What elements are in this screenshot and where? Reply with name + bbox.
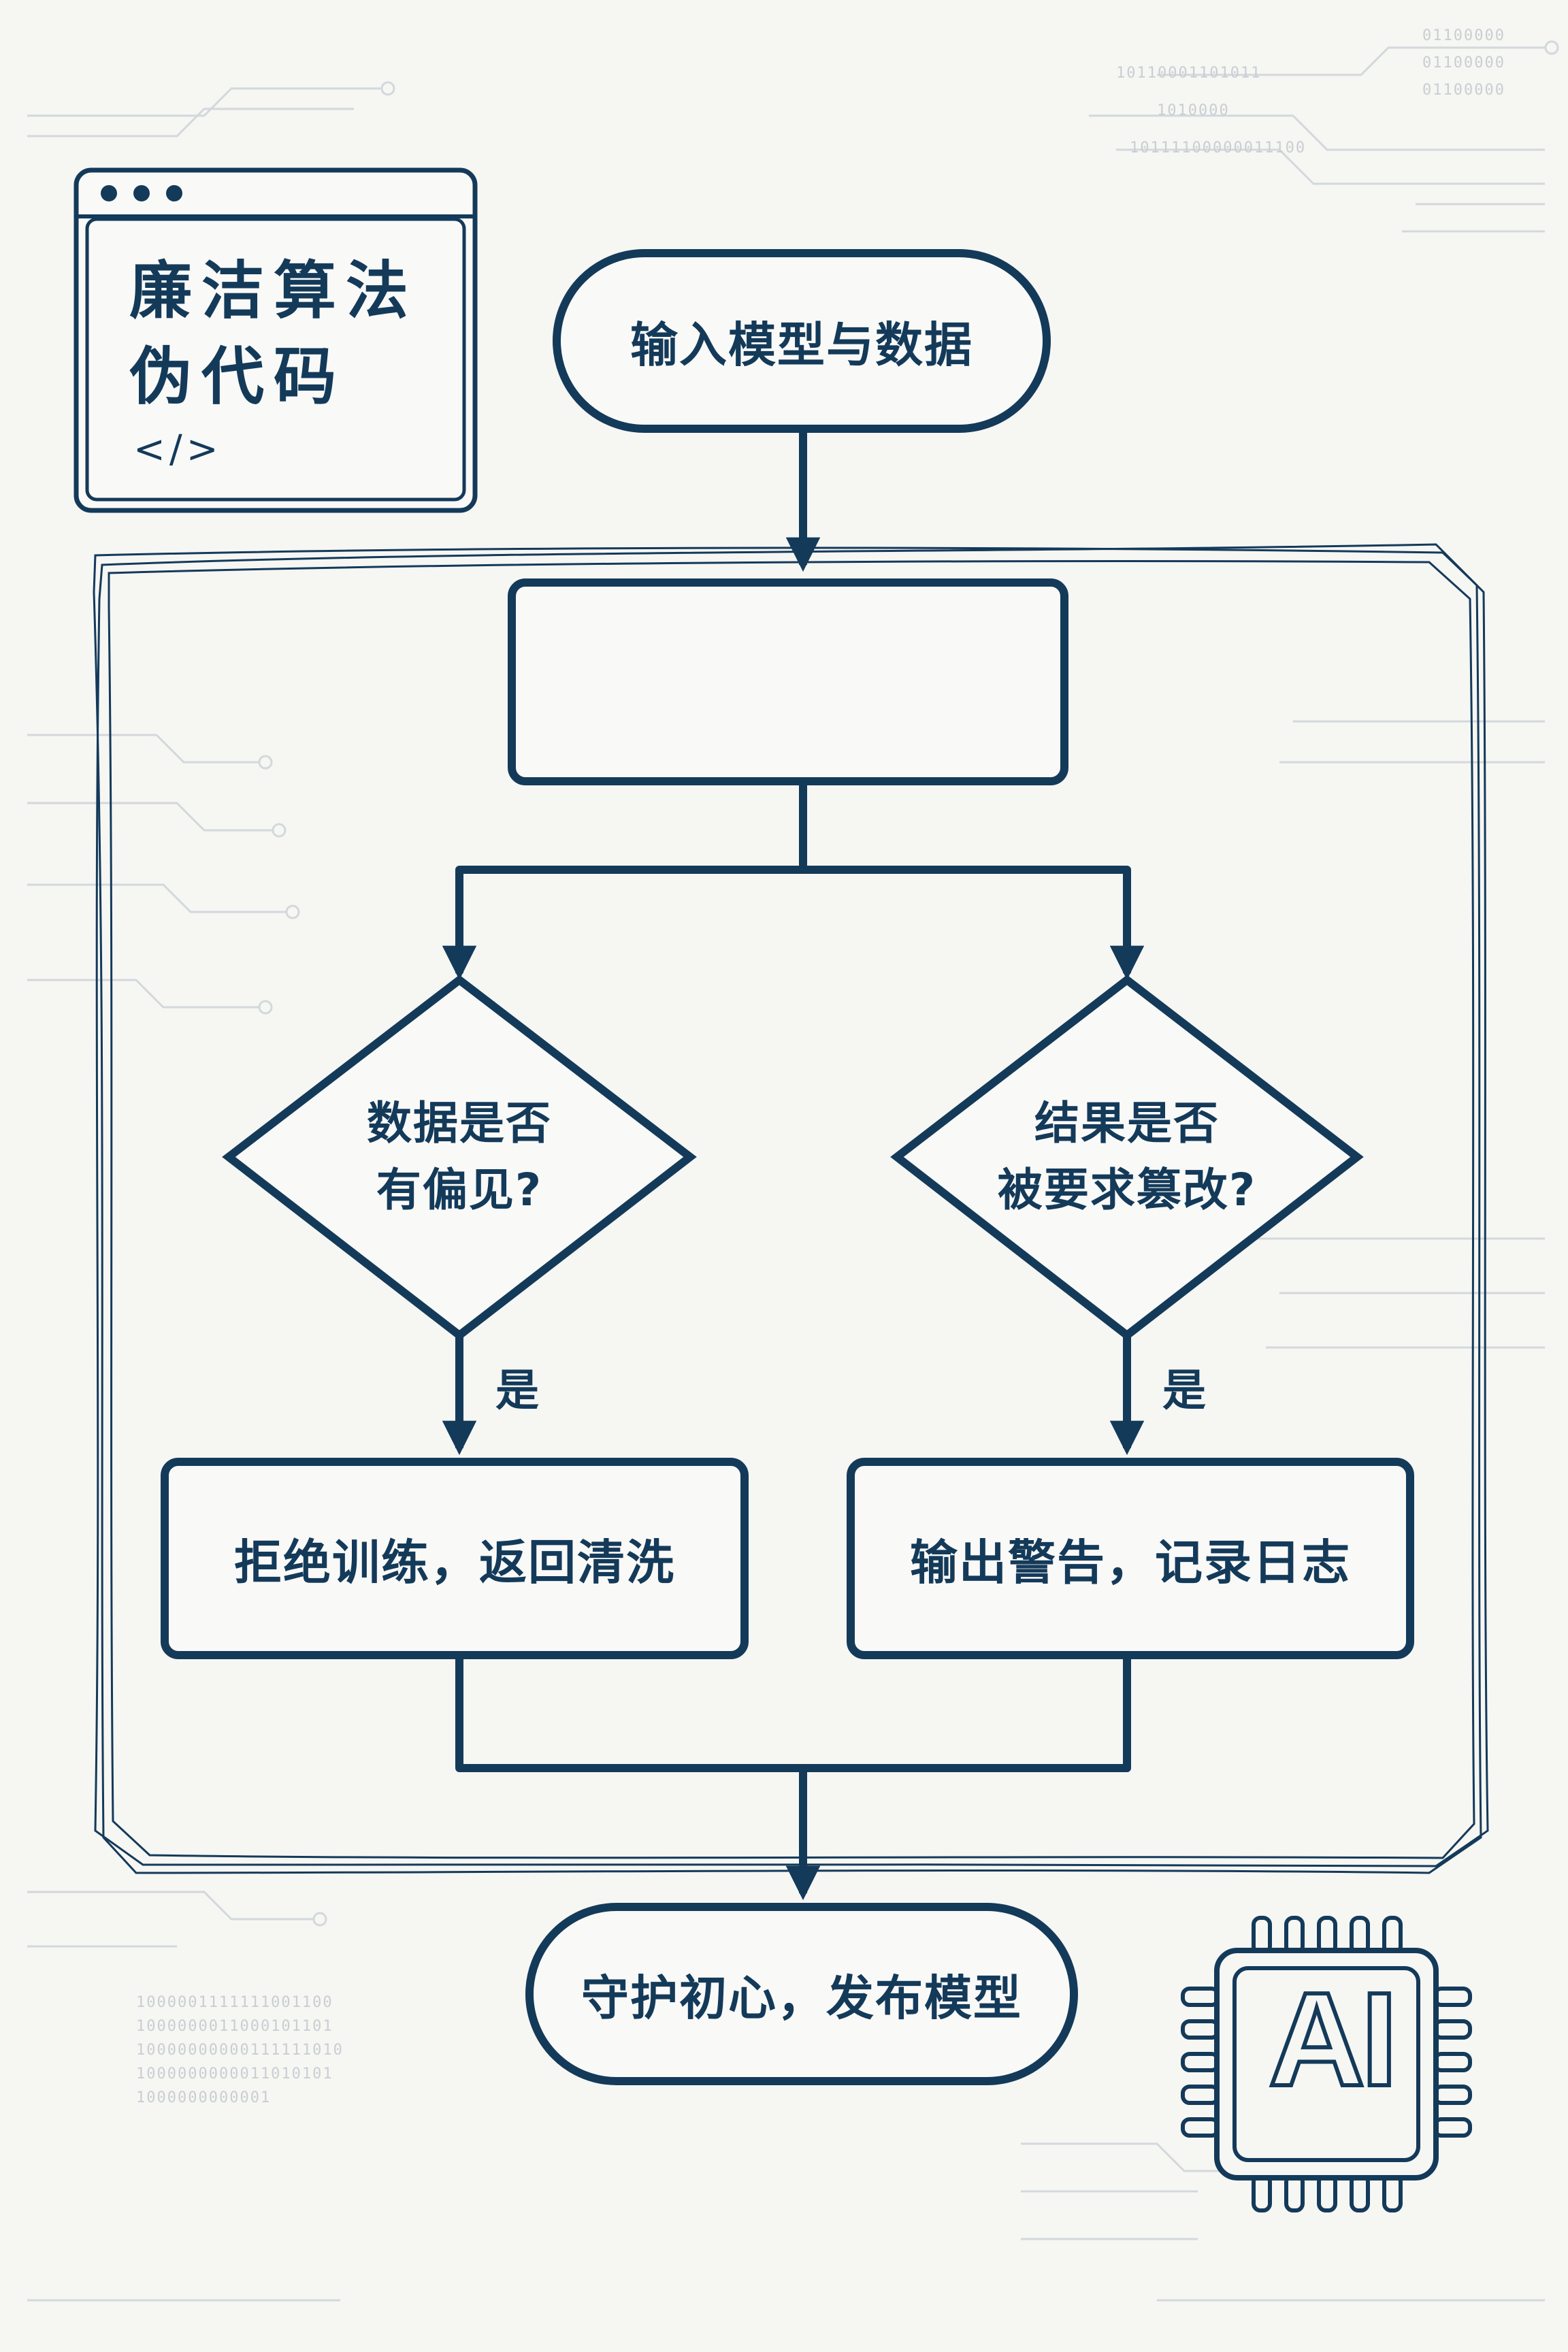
action-right-label: 输出警告，记录日志 [910,1534,1351,1590]
binary-decoration: 10000000000111111010 [136,2042,344,2059]
binary-decoration: 01100000 [1422,27,1505,44]
start-node-label: 输入模型与数据 [630,316,973,373]
binary-decoration: 01100000 [1422,82,1505,99]
decision-left-label: 数据是否 有偏见? [367,1097,552,1216]
end-node [525,1903,1078,2085]
edge-label-left-yes: 是 [495,1366,539,1416]
binary-decoration: 1000000000011010101 [136,2065,333,2082]
process-node-label [524,592,1052,772]
edge-label-right-yes: 是 [1162,1366,1206,1416]
process-node [508,578,1068,785]
arrow-process-to-right-decision [803,866,1145,981]
decision-right-node [890,975,1364,1341]
merge-connector [455,1655,1131,1772]
action-left-label: 拒绝训练，返回清洗 [234,1534,675,1590]
end-node-label: 守护初心，发布模型 [581,1970,1022,2026]
connectors [442,429,1145,1901]
ai-chip-icon [1181,1916,1472,2212]
binary-decoration: 1000000011000101101 [136,2018,333,2035]
binary-decoration: 10110001101011 [1116,65,1262,82]
decision-right-label: 结果是否 被要求篡改? [997,1097,1257,1216]
binary-decoration: 1000000000001 [136,2089,272,2106]
ai-chip-label: AI [1267,1963,1400,2116]
binary-decoration: 1000001111111001100 [136,1994,333,2011]
action-right-node [847,1458,1414,1659]
binary-decoration: 10111100000011100 [1130,140,1307,157]
sketch-frame [93,543,1489,1874]
start-node [553,249,1051,433]
binary-decoration: 1010000 [1157,102,1230,119]
page-title: 廉洁算法 伪代码 [129,255,419,413]
title-window [74,167,478,513]
decision-left-node [222,975,697,1341]
arrow-process-to-left-decision [442,781,807,981]
binary-decoration: 01100000 [1422,54,1505,71]
code-tag-icon: </> [133,427,223,472]
action-left-node [161,1458,749,1659]
